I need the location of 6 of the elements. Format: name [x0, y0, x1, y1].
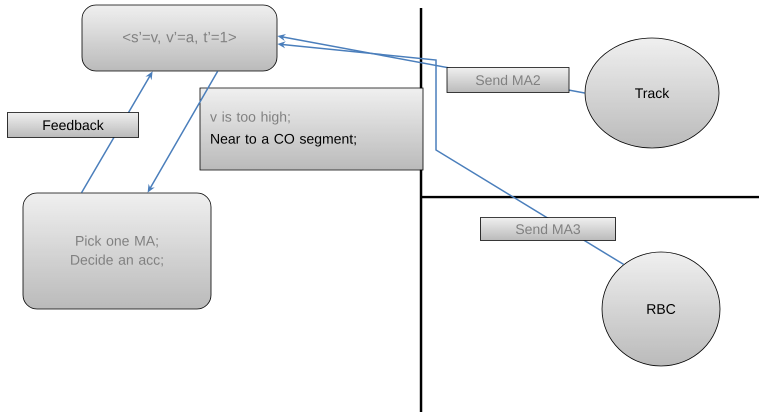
edge-label: Send MA2 [446, 67, 570, 93]
edge-label: Send MA3 [480, 217, 616, 241]
edge-label: Feedback [7, 112, 139, 138]
process-box: Pick one MA; Decide an acc; [22, 192, 212, 310]
process-box: <s’=v, v’=a, t’=1> [82, 4, 278, 72]
condition-box: v is too high; Near to a CO segment; [200, 88, 424, 170]
